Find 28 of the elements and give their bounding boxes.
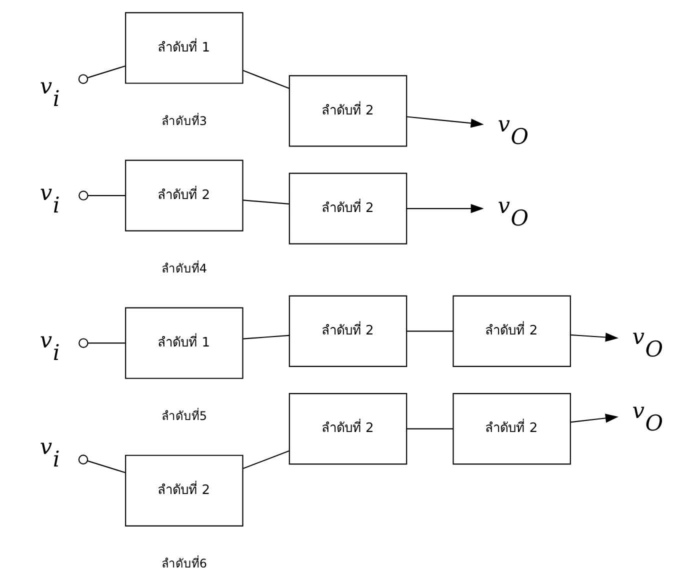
connector (407, 330, 453, 332)
arrow (570, 414, 618, 423)
node-box: ลำดับที่ 2 (125, 454, 244, 526)
arrow (407, 204, 484, 214)
connector (78, 454, 126, 474)
connector (242, 450, 290, 469)
connector (242, 70, 290, 89)
connector (243, 334, 290, 340)
arrow (570, 332, 618, 342)
node-box: ลำดับที่ 2 (452, 295, 571, 367)
connector (78, 65, 126, 84)
node-box: ลำดับที่ 1 (125, 307, 244, 379)
label: ลำดับที่5 (161, 408, 207, 423)
label: ลำดับที่3 (161, 114, 207, 128)
connector (78, 338, 126, 348)
connector (243, 200, 290, 204)
connector (78, 190, 126, 200)
arrow (406, 116, 484, 128)
node-box: ลำดับที่ 1 (125, 12, 244, 84)
label: ลำดับที่6 (161, 556, 207, 570)
node-box: ลำดับที่ 2 (288, 393, 408, 465)
label: ลำดับที่4 (161, 261, 207, 276)
node-box: ลำดับที่ 2 (452, 393, 571, 465)
connector (407, 428, 453, 430)
node-box: ลำดับที่ 2 (288, 295, 408, 367)
node-box: ลำดับที่ 2 (288, 75, 408, 147)
node-box: ลำดับที่ 2 (125, 160, 244, 232)
node-box: ลำดับที่ 2 (288, 172, 408, 244)
